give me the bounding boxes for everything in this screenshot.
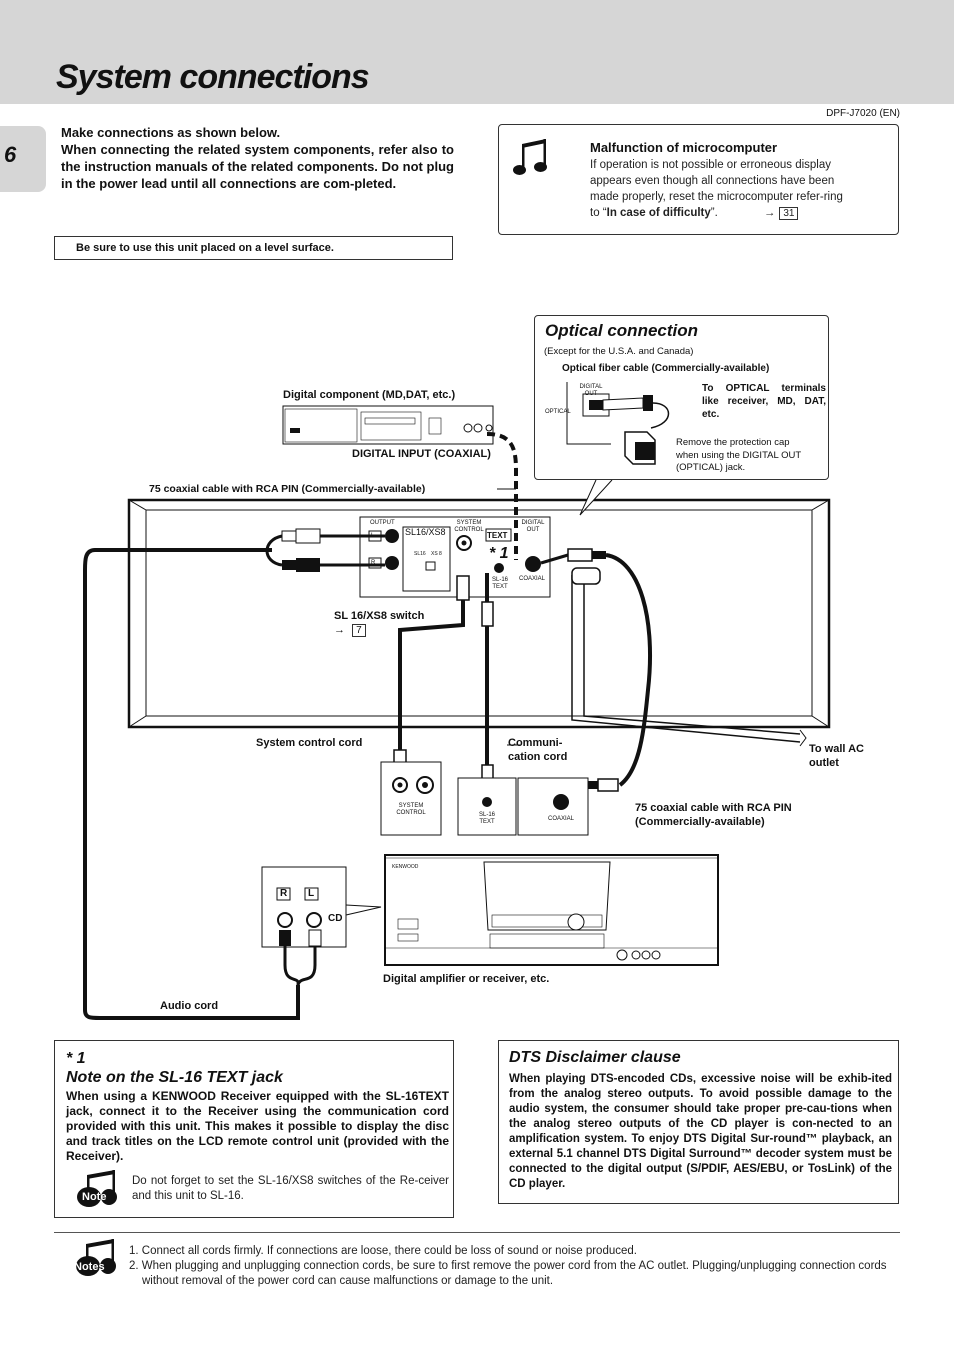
coax-cable-bottom-label: 75 coaxial cable with RCA PIN (Commercia… — [635, 802, 792, 828]
panel-star-label: * 1 — [489, 545, 509, 562]
system-control-cord-label: System control cord — [256, 737, 363, 749]
page-title: System connections — [56, 58, 370, 96]
optical-digital-out-label: DIGITAL OUT — [579, 384, 603, 397]
notes-icon — [76, 1239, 116, 1276]
communication-cord-label: Communi-cation cord — [508, 737, 568, 763]
sl16-note-text: Do not forget to set the SL-16/XS8 switc… — [132, 1175, 449, 1202]
optical-subtitle: (Except for the U.S.A. and Canada) — [544, 346, 694, 357]
notes-item: 2. When plugging and unplugging connecti… — [129, 1260, 887, 1287]
model-code: DPF-J7020 (EN) — [826, 108, 900, 119]
optical-label: OPTICAL — [545, 409, 571, 415]
panel-sl16-xs8-logo: SL16/XS8 — [405, 527, 446, 537]
malfunction-body: If operation is not possible or erroneou… — [590, 159, 843, 220]
music-note-icon — [513, 139, 547, 175]
notes-rule — [54, 1232, 900, 1233]
page-tab — [0, 126, 46, 192]
page-ref-31[interactable]: 31 — [779, 207, 799, 220]
connection-diagram — [83, 405, 831, 1020]
digital-input-label: DIGITAL INPUT (COAXIAL) — [352, 448, 491, 460]
panel-coaxial-label: COAXIAL — [519, 576, 546, 582]
notes-icon-label: Notes — [74, 1261, 105, 1273]
rcv-brand-logo: KENWOOD — [392, 864, 419, 870]
dts-box: DTS Disclaimer clause When playing DTS-e… — [498, 1040, 899, 1204]
level-notice: Be sure to use this unit placed on a lev… — [54, 236, 453, 260]
notes-item: 1. Connect all cords firmly. If connecti… — [129, 1245, 637, 1257]
switch-ref: → 7 — [334, 624, 366, 637]
difficulty-link[interactable]: In case of difficulty — [606, 207, 711, 219]
page-number: 6 — [4, 142, 17, 167]
optical-title: Optical connection — [545, 321, 699, 340]
wall-outlet-label: To wall AC outlet — [809, 743, 864, 769]
panel-output-label: OUTPUT — [370, 520, 395, 526]
intro-text: Make connections as shown below. When co… — [61, 124, 454, 192]
amp-label: Digital amplifier or receiver, etc. — [383, 973, 550, 985]
rcv-system-control-label: SYSTEM CONTROL — [396, 803, 426, 816]
optical-jack-diagram — [566, 382, 670, 465]
header-band — [0, 0, 954, 104]
panel-sl16-text-label: SL-16 TEXT — [491, 577, 508, 590]
coax-cable-top-label: 75 coaxial cable with RCA PIN (Commercia… — [149, 483, 426, 495]
intro-line-2: When connecting the related system compo… — [61, 142, 454, 191]
panel-text-badge: TEXT — [487, 531, 508, 540]
panel-r-label: R — [371, 560, 376, 566]
optical-connection-box: Optical connection (Except for the U.S.A… — [534, 315, 829, 480]
note-icon-label: Note — [82, 1191, 107, 1203]
dts-body: When playing DTS-encoded CDs, excessive … — [509, 1073, 892, 1190]
malfunction-title: Malfunction of microcomputer — [590, 140, 778, 155]
panel-system-control-label: SYSTEM CONTROL — [454, 520, 484, 533]
panel-digital-out-label: DIGITAL OUT — [521, 520, 545, 533]
panel-sl16-label: SL16 — [414, 551, 426, 557]
protection-cap-label: Remove the protection cap when using the… — [676, 437, 801, 473]
dts-title: DTS Disclaimer clause — [509, 1049, 681, 1066]
panel-xs8-label: XS 8 — [431, 551, 442, 557]
intro-line-1: Make connections as shown below. — [61, 125, 281, 140]
rcv-cd-label: CD — [328, 913, 343, 924]
panel-l-label: L — [371, 533, 375, 539]
rcv-coaxial-label: COAXIAL — [548, 816, 575, 822]
page-ref-7[interactable]: 7 — [352, 624, 366, 637]
notes-list: 1. Connect all cords firmly. If connecti… — [129, 1244, 889, 1289]
audio-cord-label: Audio cord — [160, 1000, 219, 1012]
rcv-r-label: R — [280, 888, 288, 899]
sl16-switch-label: SL 16/XS8 switch — [334, 610, 425, 622]
rcv-sl16-text-label: SL-16 TEXT — [478, 812, 495, 825]
optical-cable-label: Optical fiber cable (Commercially-availa… — [562, 363, 770, 374]
sl16-note-body: When using a KENWOOD Receiver equipped w… — [66, 1089, 449, 1163]
note-icon — [77, 1170, 117, 1207]
digital-component-label: Digital component (MD,DAT, etc.) — [283, 389, 456, 401]
sl16-note-title: * 1 Note on the SL-16 TEXT jack — [66, 1050, 283, 1086]
rcv-l-label: L — [308, 888, 315, 899]
sl16-note-box: * 1 Note on the SL-16 TEXT jack When usi… — [54, 1040, 454, 1218]
to-optical-label: To OPTICAL terminals like receiver, MD, … — [702, 383, 826, 420]
malfunction-box: Malfunction of microcomputer If operatio… — [498, 124, 899, 235]
